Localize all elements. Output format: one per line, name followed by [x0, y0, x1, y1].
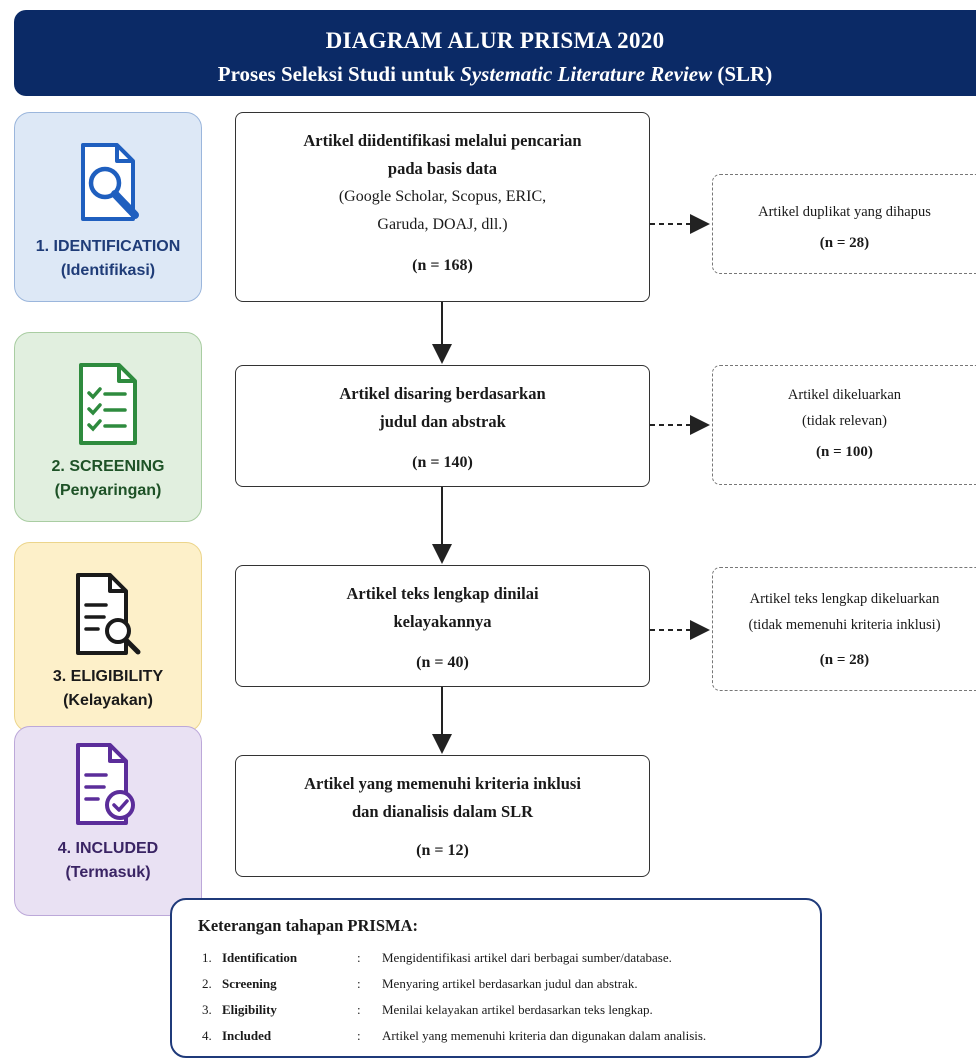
box-title-line: kelayakannya [393, 612, 492, 631]
flow-box-screening: Artikel disaring berdasarkan judul dan a… [235, 365, 650, 487]
excluded-count: (n = 28) [819, 235, 870, 251]
stage-label: 2. SCREENING [51, 458, 165, 475]
excluded-box-fulltext: Artikel teks lengkap dikeluarkan (tidak … [712, 567, 976, 691]
legend-num: 1. [202, 950, 212, 965]
legend-colon: : [357, 1028, 361, 1043]
legend-term: Screening [222, 976, 277, 991]
legend-num: 4. [202, 1028, 212, 1043]
legend-colon: : [357, 950, 361, 965]
stage-sublabel: (Penyaringan) [54, 482, 162, 499]
excluded-text: Artikel dikeluarkan [787, 387, 902, 403]
document-magnifier-icon [15, 571, 201, 661]
box-title-line: Artikel teks lengkap dinilai [346, 584, 539, 603]
search-document-icon [15, 141, 201, 231]
subtitle-suffix: (SLR) [717, 62, 773, 86]
stage-included: 4. INCLUDED (Termasuk) [14, 726, 202, 916]
excluded-box-duplicates: Artikel duplikat yang dihapus (n = 28) [712, 174, 976, 274]
stage-label: 4. INCLUDED [57, 840, 159, 857]
stage-screening: 2. SCREENING (Penyaringan) [14, 332, 202, 522]
legend-term: Identification [222, 950, 298, 965]
checklist-icon [15, 361, 201, 451]
box-sub-line: Garuda, DOAJ, dll.) [377, 216, 508, 233]
box-title-line: judul dan abstrak [379, 412, 506, 431]
legend-term: Eligibility [222, 1002, 277, 1017]
box-sub-line: (Google Scholar, Scopus, ERIC, [338, 188, 547, 205]
flow-box-eligibility: Artikel teks lengkap dinilai kelayakanny… [235, 565, 650, 687]
legend-num: 3. [202, 1002, 212, 1017]
legend-desc: Menyaring artikel berdasarkan judul dan … [382, 976, 638, 991]
legend-desc: Menilai kelayakan artikel berdasarkan te… [382, 1002, 653, 1017]
excluded-text: (tidak relevan) [802, 413, 887, 429]
excluded-count: (n = 100) [816, 444, 873, 460]
legend-colon: : [357, 1002, 361, 1017]
excluded-count: (n = 28) [819, 652, 870, 668]
box-count: (n = 12) [416, 842, 469, 859]
diagram-title: DIAGRAM ALUR PRISMA 2020 [325, 28, 665, 53]
flow-box-included: Artikel yang memenuhi kriteria inklusi d… [235, 755, 650, 877]
subtitle-prefix: Proses Seleksi Studi untuk [217, 62, 455, 86]
document-check-icon [15, 741, 201, 831]
stage-label: 1. IDENTIFICATION [35, 238, 181, 255]
box-title-line: Artikel diidentifikasi melalui pencarian [303, 131, 582, 150]
subtitle-italic: Systematic Literature Review [460, 62, 713, 86]
box-title-line: dan dianalisis dalam SLR [351, 802, 534, 821]
stage-identification: 1. IDENTIFICATION (Identifikasi) [14, 112, 202, 302]
legend-desc: Artikel yang memenuhi kriteria dan digun… [382, 1028, 707, 1043]
legend-colon: : [357, 976, 361, 991]
legend-title: Keterangan tahapan PRISMA: [198, 916, 419, 935]
stage-sublabel: (Termasuk) [65, 864, 151, 881]
box-count: (n = 40) [416, 654, 469, 671]
stage-eligibility: 3. ELIGIBILITY (Kelayakan) [14, 542, 202, 732]
excluded-box-screening: Artikel dikeluarkan (tidak relevan) (n =… [712, 365, 976, 485]
excluded-text: (tidak memenuhi kriteria inklusi) [748, 617, 941, 633]
box-count: (n = 140) [412, 454, 473, 471]
box-title-line: pada basis data [387, 159, 498, 178]
legend-desc: Mengidentifikasi artikel dari berbagai s… [382, 950, 672, 965]
diagram-header: DIAGRAM ALUR PRISMA 2020 Proses Seleksi … [14, 10, 976, 96]
stage-sublabel: (Identifikasi) [60, 262, 156, 279]
legend-term: Included [222, 1028, 272, 1043]
diagram-subtitle: Proses Seleksi Studi untuk Systematic Li… [14, 62, 976, 87]
box-title-line: Artikel yang memenuhi kriteria inklusi [304, 774, 581, 793]
stage-sublabel: (Kelayakan) [63, 692, 153, 709]
excluded-text: Artikel teks lengkap dikeluarkan [749, 591, 940, 607]
box-title-line: Artikel disaring berdasarkan [339, 384, 546, 403]
legend-box: Keterangan tahapan PRISMA: 1. Identifica… [170, 898, 822, 1058]
legend-num: 2. [202, 976, 212, 991]
flow-box-identification: Artikel diidentifikasi melalui pencarian… [235, 112, 650, 302]
box-count: (n = 168) [412, 257, 473, 274]
stage-label: 3. ELIGIBILITY [52, 668, 164, 685]
excluded-text: Artikel duplikat yang dihapus [758, 204, 931, 220]
